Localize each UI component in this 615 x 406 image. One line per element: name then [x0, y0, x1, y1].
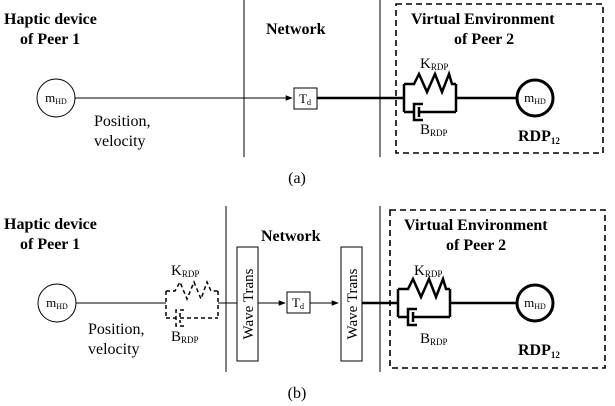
network-label: Network — [261, 228, 321, 245]
peer1-title-line1: Haptic device — [4, 11, 97, 28]
rdp-label: RDP12 — [518, 128, 560, 146]
env-title-line2: of Peer 2 — [454, 31, 514, 48]
mass-right — [515, 78, 555, 118]
delay-label: Td — [299, 91, 311, 107]
panel-a: Haptic device of Peer 1 Network Virtual … — [4, 0, 604, 187]
damper-label: BRDP — [420, 122, 448, 138]
caption-b: (b) — [288, 385, 307, 402]
wave-transform-left — [236, 246, 259, 362]
spring-label: KRDP — [420, 56, 448, 72]
wave-transform-left-label: Wave Trans — [241, 268, 257, 339]
delay-label: Td — [292, 295, 304, 311]
signal-label-line1: Position, — [88, 321, 144, 338]
peer1-title-line2: of Peer 1 — [20, 236, 80, 253]
signal-label-line2: velocity — [94, 133, 146, 150]
spring-right-label: KRDP — [414, 263, 442, 279]
mass-right — [515, 283, 555, 323]
signal-label-line1: Position, — [94, 113, 150, 130]
wave-transform-right-label: Wave Trans — [345, 268, 361, 339]
mass-right-label: mHD — [524, 295, 546, 311]
virtual-environment-box — [389, 209, 606, 369]
env-title-line2: of Peer 2 — [446, 237, 506, 254]
virtual-environment-box — [395, 3, 604, 154]
spring-left-label: KRDP — [171, 263, 199, 279]
mass-left-label: mHD — [46, 295, 68, 311]
damper-element — [398, 307, 450, 327]
env-title-line1: Virtual Environment — [411, 11, 555, 28]
panel-b: Haptic device of Peer 1 Network Virtual … — [4, 206, 606, 402]
spring-element — [396, 275, 452, 317]
damper-element — [404, 102, 456, 122]
mass-left-label: mHD — [45, 90, 67, 106]
caption-a: (a) — [288, 170, 306, 187]
damper-right-label: BRDP — [420, 331, 448, 347]
peer1-title-line2: of Peer 1 — [20, 31, 80, 48]
damper-left-label: BRDP — [171, 329, 199, 345]
local-coupling-dashed — [165, 279, 219, 327]
mass-right-label: mHD — [524, 90, 546, 106]
env-title-line1: Virtual Environment — [404, 217, 548, 234]
rdp-label: RDP12 — [518, 342, 560, 360]
spring-element — [402, 70, 458, 112]
network-label: Network — [266, 21, 326, 38]
peer1-title-line1: Haptic device — [4, 216, 97, 233]
signal-label-line2: velocity — [88, 341, 140, 358]
